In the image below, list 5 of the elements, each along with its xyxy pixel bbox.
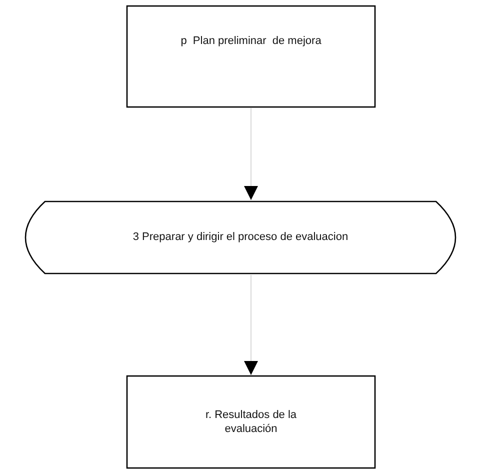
node-label: p Plan preliminar de mejora (180, 34, 322, 49)
node-label: r. Resultados de la evaluación (204, 408, 298, 436)
arrow (244, 108, 258, 200)
arrow (244, 274, 258, 376)
node-label: 3 Preparar y dirigir el proceso de evaluacion (132, 230, 348, 245)
